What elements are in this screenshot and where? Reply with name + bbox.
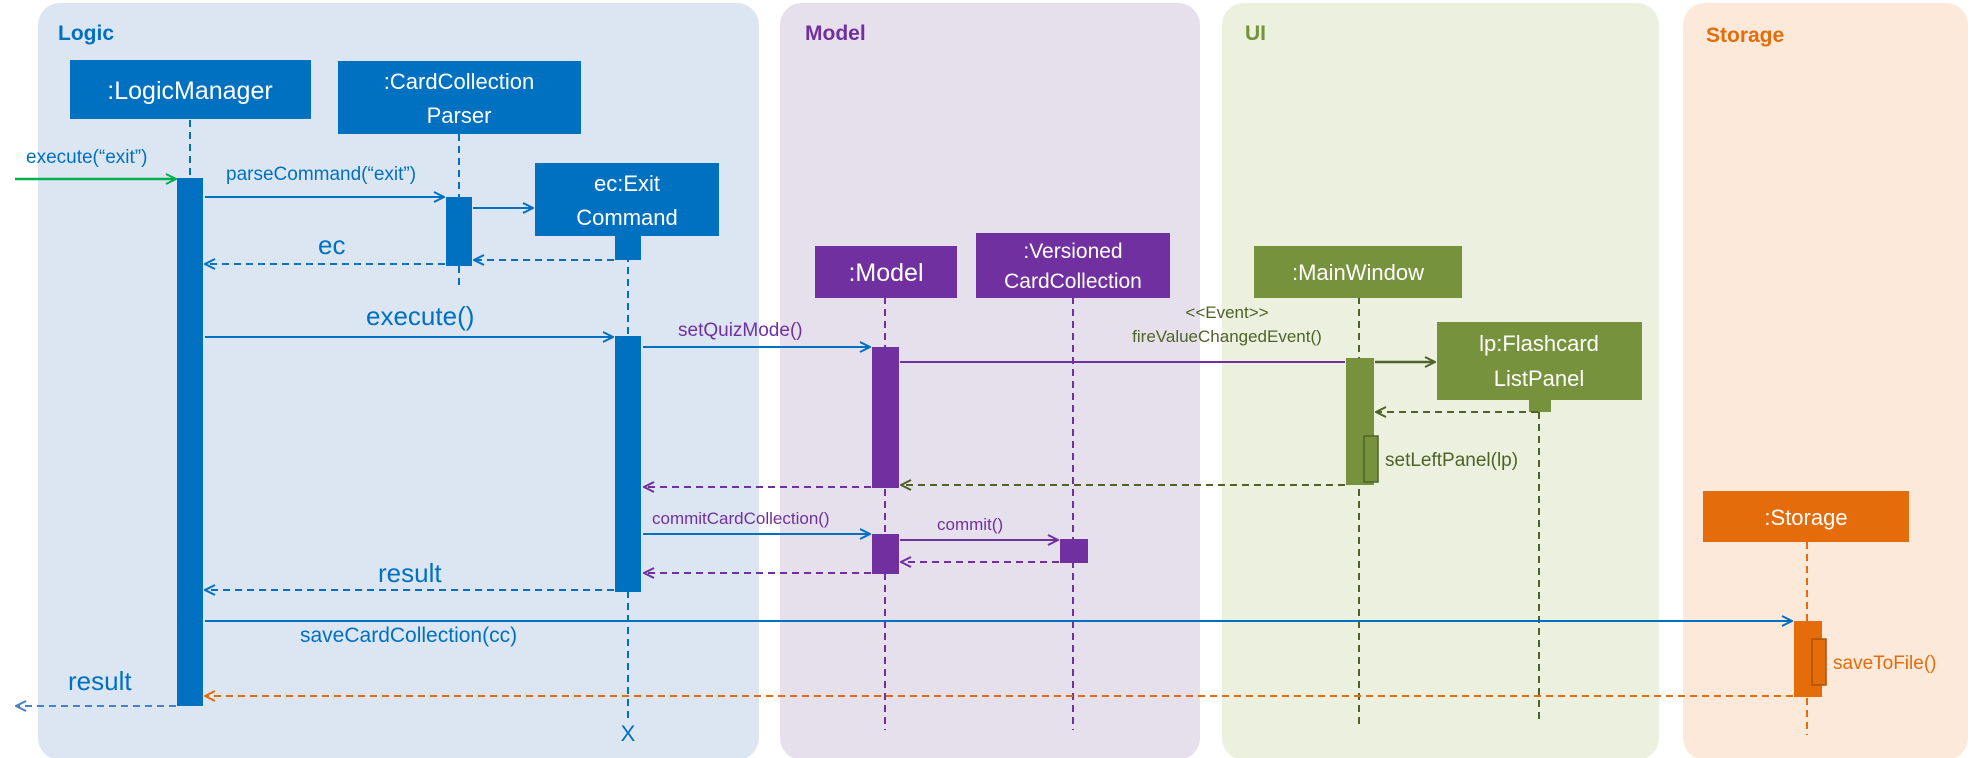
ui-frame-title: UI xyxy=(1245,22,1266,45)
participant-panel-label-1: lp:Flashcard xyxy=(1479,331,1599,356)
commit-card-collection-label: commitCardCollection() xyxy=(652,509,830,528)
participant-exit-command: ec:Exit Command xyxy=(535,163,719,236)
participant-flashcard-panel: lp:Flashcard ListPanel xyxy=(1437,322,1642,412)
main-window-nested-activation xyxy=(1363,435,1379,483)
parser-activation xyxy=(446,197,472,266)
exit-command-activation xyxy=(615,336,641,592)
commit-label: commit() xyxy=(937,515,1003,534)
storage-nested-activation xyxy=(1811,638,1827,686)
model-activation-1 xyxy=(872,347,899,488)
event-stereotype-label: <<Event>> xyxy=(1185,303,1268,322)
participant-exit-command-label-1: ec:Exit xyxy=(594,171,660,196)
model-frame-title: Model xyxy=(805,22,866,45)
result-label-1: result xyxy=(378,558,442,588)
participant-versioned-label-2: CardCollection xyxy=(1004,270,1142,293)
logic-frame-title: Logic xyxy=(58,22,114,45)
storage-frame xyxy=(1683,3,1968,758)
participant-versioned-label-1: :Versioned xyxy=(1023,240,1122,263)
logic-manager-activation xyxy=(177,178,203,706)
participant-versioned-collection: :Versioned CardCollection xyxy=(976,233,1170,298)
participant-main-window: :MainWindow xyxy=(1254,246,1462,298)
execute-exit-label: execute(“exit”) xyxy=(26,147,147,168)
model-frame xyxy=(780,3,1200,758)
versioned-activation xyxy=(1060,539,1088,563)
participant-panel-label-2: ListPanel xyxy=(1494,366,1585,391)
result-label-2: result xyxy=(68,666,132,696)
exit-command-stub xyxy=(615,236,641,260)
ec-label: ec xyxy=(318,230,345,260)
participant-main-window-label: :MainWindow xyxy=(1292,260,1424,285)
participant-parser-label-2: Parser xyxy=(427,103,492,128)
save-card-collection-label: saveCardCollection(cc) xyxy=(300,624,517,647)
participant-model: :Model xyxy=(815,246,957,298)
parse-command-label: parseCommand(“exit”) xyxy=(226,164,416,185)
fire-event-label: fireValueChangedEvent() xyxy=(1132,327,1322,346)
participant-parser-label-1: :CardCollection xyxy=(384,69,534,94)
participant-storage: :Storage xyxy=(1703,491,1909,542)
participant-exit-command-label-2: Command xyxy=(576,205,677,230)
set-quiz-mode-label: setQuizMode() xyxy=(678,320,803,341)
set-left-panel-label: setLeftPanel(lp) xyxy=(1385,450,1518,471)
participant-logic-manager: :LogicManager xyxy=(70,60,311,119)
participant-parser: :CardCollection Parser xyxy=(338,61,581,134)
model-activation-2 xyxy=(872,534,899,574)
participant-storage-label: :Storage xyxy=(1764,505,1847,530)
save-to-file-label: saveToFile() xyxy=(1833,653,1936,674)
exit-command-destroy-mark: X xyxy=(621,721,636,746)
execute-label: execute() xyxy=(366,301,474,331)
storage-frame-title: Storage xyxy=(1706,24,1784,47)
participant-logic-manager-label: :LogicManager xyxy=(107,77,272,105)
participant-model-label: :Model xyxy=(848,259,923,287)
